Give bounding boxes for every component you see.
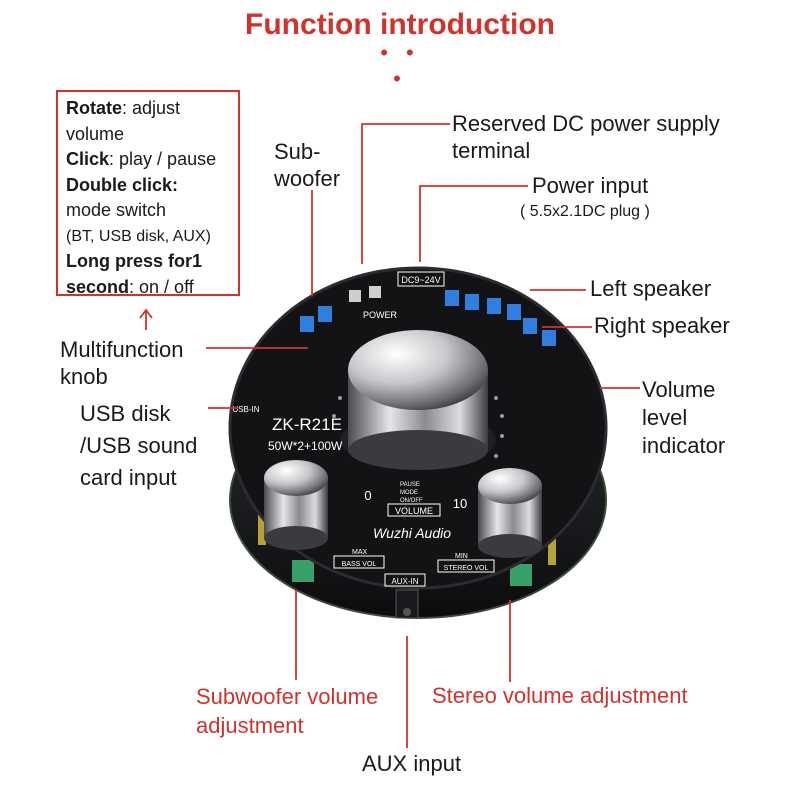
- aux-input-label: AUX input: [362, 751, 462, 776]
- rotate-val: : adjust: [122, 98, 181, 118]
- stereo-knob-bottom: [478, 534, 542, 558]
- rotate-line-2: volume: [66, 123, 125, 144]
- bass-vol-box: [333, 555, 385, 569]
- multifunction-knob-label: Multifunction knob: [60, 336, 184, 390]
- aux-jack: [395, 589, 419, 619]
- page-title: Function introduction: [245, 8, 555, 41]
- vol-max-label: 10: [453, 496, 467, 511]
- click-val: : play / pause: [109, 149, 217, 169]
- long-key-2: second: [66, 276, 130, 297]
- dc-label: DC9~24V: [401, 275, 440, 285]
- subwoofer-label: Sub- woofer: [274, 138, 340, 192]
- leader-lines: [139, 123, 640, 748]
- reserved-dc-label: Reserved DC power supply terminal: [452, 110, 720, 164]
- usb-label: USB-IN: [232, 405, 259, 414]
- double-click-val: mode switch: [66, 200, 167, 220]
- bass-knob-bottom: [264, 526, 328, 550]
- usb-line2: /USB sound: [80, 433, 198, 458]
- stereo-vol-box: [437, 559, 495, 573]
- volume-label: VOLUME: [395, 506, 433, 516]
- sub-vol-line2: adjustment: [196, 713, 304, 738]
- bass-vol-label: BASS VOL: [342, 561, 377, 568]
- volume-led-indicators: [332, 396, 504, 458]
- gold-pin-left: [258, 505, 266, 545]
- double-click-line: Double click:: [66, 173, 230, 199]
- big-knob-top: [348, 330, 488, 410]
- subwoofer-label-line2: woofer: [274, 166, 341, 191]
- usb-line1: USB disk: [80, 401, 171, 426]
- power-input-label: Power input: [532, 173, 649, 198]
- volume-line2: level: [642, 405, 688, 430]
- model-label: ZK-R21E: [272, 415, 342, 434]
- brand-label: Wuzhi Audio: [373, 525, 451, 541]
- double-key: Double click:: [66, 174, 179, 195]
- volume-line3: indicator: [642, 433, 726, 458]
- left-speaker-label: Left speaker: [590, 276, 712, 301]
- multifunction-line1: Multifunction: [60, 337, 184, 362]
- click-line: Click: play / pause: [66, 147, 230, 173]
- subwoofer-volume-label: Subwoofer volume adjustment: [196, 682, 378, 740]
- volume-line1: Volume: [642, 377, 716, 402]
- long-key: Long press for1: [66, 251, 203, 271]
- stereo-vol-label: STEREO VOL: [444, 565, 489, 572]
- dc-label-box: [397, 271, 445, 287]
- min-label: MIN: [455, 553, 468, 560]
- rotate-key: Rotate: [66, 98, 123, 118]
- subwoofer-label-line1: Sub-: [274, 139, 321, 164]
- usb-input-label: USB disk /USB sound card input: [80, 398, 197, 494]
- knob-functions-box: Rotate: adjust volume Click: play / paus…: [56, 90, 240, 297]
- speaker-terminals: [300, 286, 556, 346]
- rotate-line: Rotate: adjust: [66, 96, 230, 122]
- reserved-dc-line2: terminal: [452, 138, 531, 163]
- title-dots: • • •: [380, 40, 420, 91]
- click-key: Click: [66, 149, 110, 169]
- power-rating-label: 50W*2+100W: [268, 439, 343, 453]
- mode-label: MODE: [400, 490, 418, 496]
- stereo-volume-label: Stereo volume adjustment: [432, 683, 688, 708]
- green-component-right: [510, 564, 532, 586]
- stereo-knob-top: [478, 468, 542, 504]
- long-press-line-2: second: on / off: [66, 275, 230, 301]
- big-knob-bottom: [348, 430, 488, 470]
- gold-pin-right: [548, 525, 556, 565]
- max-label: MAX: [352, 549, 368, 556]
- onoff-label: ON/OFF: [400, 498, 423, 504]
- reserved-dc-line1: Reserved DC power supply: [452, 111, 720, 136]
- long-press-line: Long press for1: [66, 249, 230, 275]
- long-val: : on / off: [129, 276, 194, 297]
- usb-line3: card input: [80, 465, 177, 490]
- double-click-modes: (BT, USB disk, AUX): [66, 227, 211, 245]
- power-input-sublabel: ( 5.5x2.1DC plug ): [520, 203, 650, 220]
- multifunction-line2: knob: [60, 364, 108, 389]
- aux-in-box: [384, 573, 426, 587]
- aux-in-label: AUX-IN: [391, 577, 418, 586]
- volume-label-box: [387, 503, 441, 517]
- sub-vol-line1: Subwoofer volume: [196, 684, 379, 709]
- bass-knob-top: [264, 460, 328, 496]
- vol-min-label: 0: [364, 488, 371, 503]
- right-speaker-label: Right speaker: [594, 313, 730, 338]
- power-label: POWER: [363, 310, 398, 320]
- green-component-left: [292, 560, 314, 582]
- pause-label: PAUSE: [400, 482, 420, 488]
- volume-indicator-label: Volume level indicator: [642, 376, 725, 460]
